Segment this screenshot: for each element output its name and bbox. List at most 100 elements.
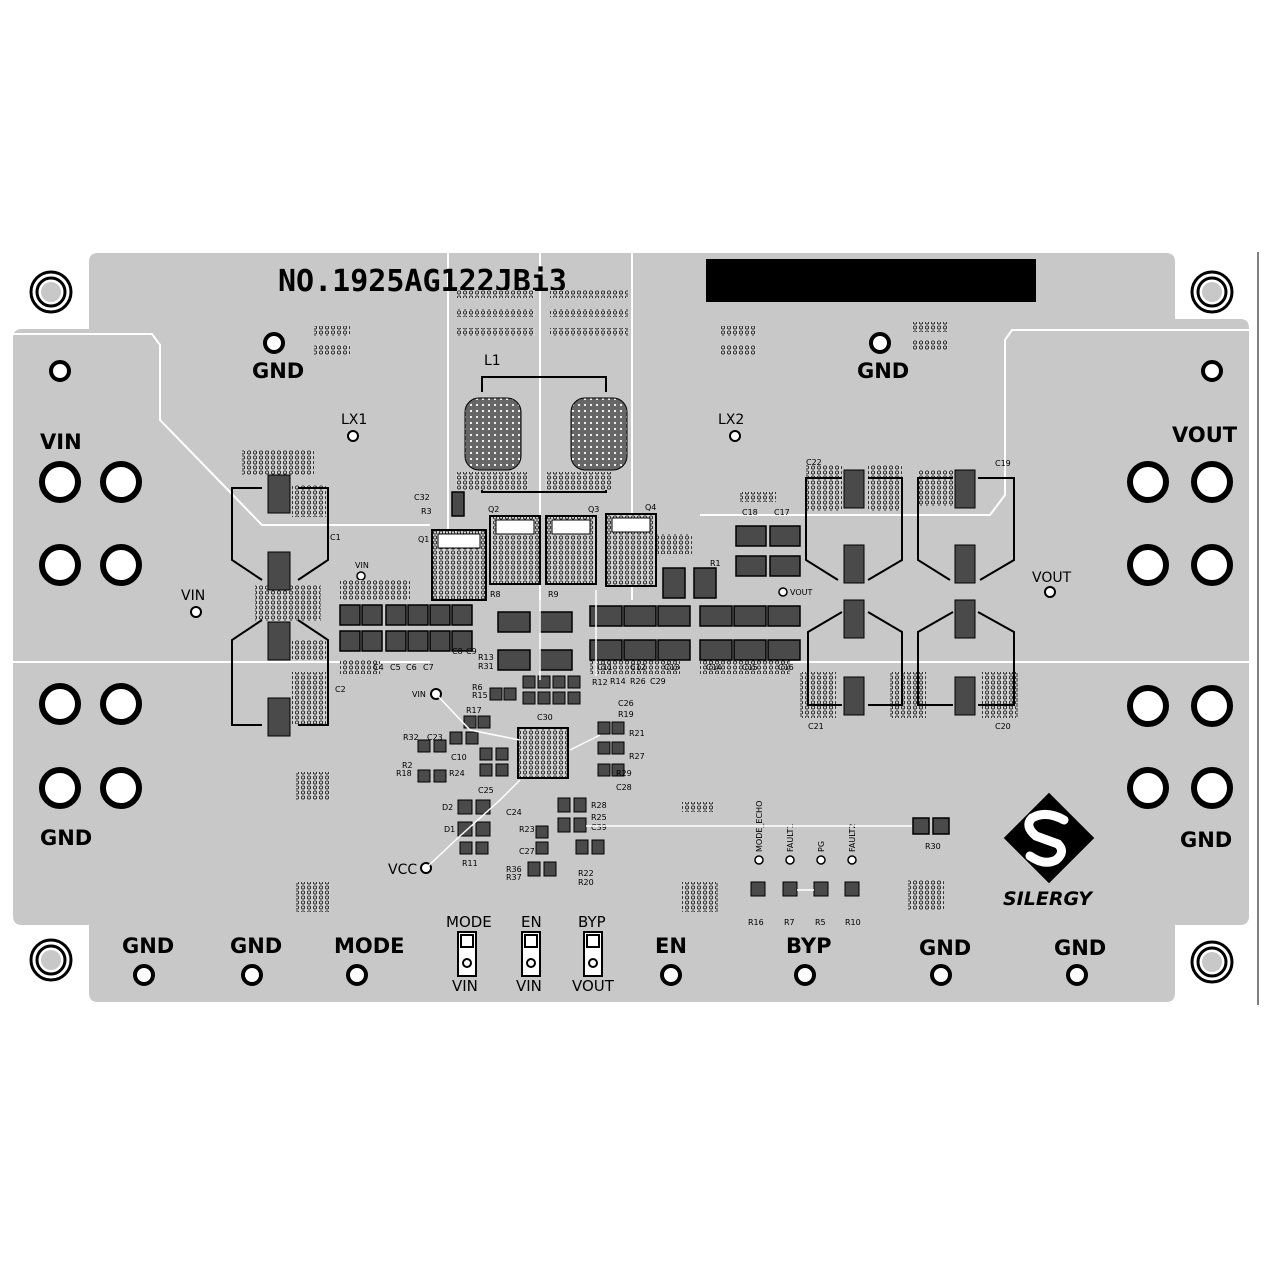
small-test-points: LX1 LX2 VIN VOUT VIN VIN VOUT VCC	[181, 412, 1072, 878]
controller-ic	[517, 727, 569, 779]
traces	[425, 590, 912, 869]
pad	[954, 676, 976, 716]
label-r14: R14	[610, 677, 626, 686]
hole-left	[49, 360, 71, 382]
svg-text:SILERGY: SILERGY	[1003, 888, 1094, 910]
svg-text:C39: C39	[591, 823, 607, 832]
svg-text:R28: R28	[591, 801, 607, 810]
svg-text:VOUT: VOUT	[1032, 570, 1072, 586]
label-c15: C15	[742, 663, 758, 672]
svg-text:R32: R32	[403, 733, 419, 742]
pad	[954, 469, 976, 509]
label-c8: C8	[452, 647, 463, 656]
label-block	[706, 259, 1036, 302]
smd-capacitor-rows	[339, 491, 950, 835]
hole-right	[1201, 360, 1223, 382]
pad	[954, 599, 976, 639]
svg-text:D1: D1	[444, 825, 455, 834]
svg-text:R20: R20	[578, 878, 594, 887]
label-c22: C22	[806, 458, 822, 467]
pad	[267, 551, 291, 591]
svg-text:MODE: MODE	[446, 913, 492, 931]
svg-text:R19: R19	[618, 710, 634, 719]
label-c21: C21	[808, 722, 824, 731]
svg-text:C10: C10	[451, 753, 467, 762]
gnd-tp-top-right: GND	[857, 332, 909, 383]
svg-text:R18: R18	[396, 769, 412, 778]
via-fields	[242, 290, 1018, 912]
jumper-byp: BYP VOUT	[572, 913, 615, 995]
pad	[843, 599, 865, 639]
svg-text:BYP: BYP	[578, 913, 606, 931]
label-q4: Q4	[645, 503, 656, 512]
label-c9: C9	[466, 647, 477, 656]
ic-labels: R6 R15 R17 C30 R12 C26 R19 R21 R27 R29 C…	[396, 678, 645, 887]
bottom-test-points: GND GND MODE EN BYP GND GND	[122, 934, 1106, 986]
label-c5: C5	[390, 663, 401, 672]
label-q2: Q2	[488, 505, 499, 514]
svg-text:LX1: LX1	[341, 412, 367, 428]
pad	[954, 544, 976, 584]
label-gnd-left: GND	[40, 826, 92, 850]
svg-text:GND: GND	[230, 934, 282, 958]
svg-text:R17: R17	[466, 706, 482, 715]
gnd-tp-top-left: GND	[252, 332, 304, 383]
pad	[843, 469, 865, 509]
label-r9: R9	[548, 590, 559, 599]
svg-text:C28: C28	[616, 783, 632, 792]
pad	[267, 474, 291, 514]
svg-text:VIN: VIN	[516, 977, 542, 995]
svg-text:VIN: VIN	[412, 690, 426, 699]
label-r13: R13	[478, 653, 494, 662]
label-r1: R1	[710, 559, 721, 568]
svg-text:R12: R12	[592, 678, 608, 687]
label-vout-right: VOUT	[1172, 423, 1238, 447]
svg-text:R24: R24	[449, 769, 465, 778]
svg-text:R16: R16	[748, 918, 764, 927]
svg-text:C24: C24	[506, 808, 522, 817]
label-r31: R31	[478, 662, 494, 671]
label-c12: C12	[630, 663, 646, 672]
svg-text:VIN: VIN	[181, 588, 205, 604]
mounting-hole-tr	[1190, 270, 1234, 314]
board-outline	[11, 251, 1251, 1004]
svg-text:R7: R7	[784, 918, 795, 927]
svg-text:R11: R11	[462, 859, 478, 868]
svg-text:GND: GND	[252, 359, 304, 383]
label-q1: Q1	[418, 535, 429, 544]
svg-text:GND: GND	[1054, 936, 1106, 960]
mounting-holes	[29, 270, 1234, 984]
pad	[267, 697, 291, 737]
svg-text:R23: R23	[519, 825, 535, 834]
svg-text:PG: PG	[817, 841, 826, 852]
svg-text:C27: C27	[519, 847, 535, 856]
svg-text:R22: R22	[578, 869, 594, 878]
mounting-hole-tl	[29, 270, 73, 314]
svg-text:C23: C23	[427, 733, 443, 742]
label-c13: C13	[664, 663, 680, 672]
pad	[267, 621, 291, 661]
mosfets	[431, 513, 657, 601]
label-c20: C20	[995, 722, 1011, 731]
label-r30: R30	[925, 842, 941, 851]
svg-text:VIN: VIN	[355, 561, 369, 570]
svg-text:R25: R25	[591, 813, 607, 822]
svg-text:VOUT: VOUT	[790, 588, 812, 597]
svg-text:BYP: BYP	[786, 934, 831, 958]
svg-text:VCC: VCC	[388, 862, 417, 878]
inductor-l1: L1	[464, 353, 628, 493]
signal-test-points: MODE_ECHO FAULT1 PG FAULT2 R16 R7 R5 R10	[748, 801, 861, 927]
label-c11: C11	[597, 663, 613, 672]
svg-text:MODE: MODE	[334, 934, 405, 958]
label-r26: R26	[630, 677, 646, 686]
svg-text:R5: R5	[815, 918, 826, 927]
svg-text:GND: GND	[919, 936, 971, 960]
label-gnd-right: GND	[1180, 828, 1232, 852]
jumper-mode: MODE VIN	[446, 913, 492, 995]
svg-text:C26: C26	[618, 699, 634, 708]
mounting-hole-bl	[29, 938, 73, 982]
svg-text:LX2: LX2	[718, 412, 744, 428]
svg-text:D2: D2	[442, 803, 453, 812]
svg-text:EN: EN	[521, 913, 542, 931]
